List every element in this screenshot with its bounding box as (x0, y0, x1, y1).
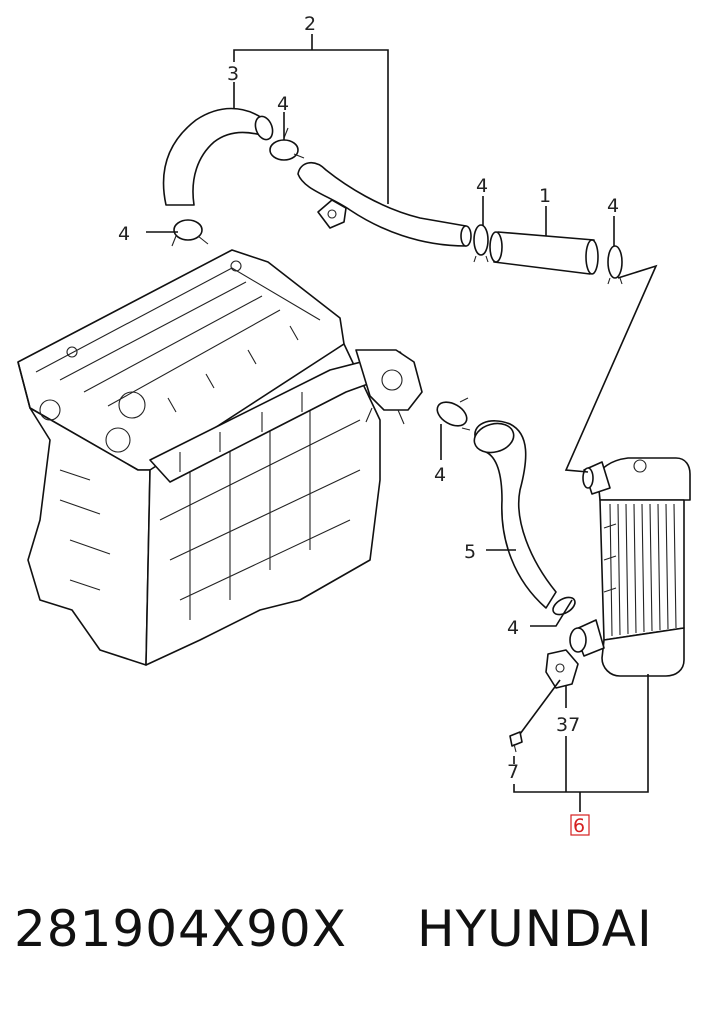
callout-5: 5 (464, 541, 476, 563)
callout-6-highlight-box (570, 814, 590, 836)
callout-4-d: 4 (607, 195, 619, 217)
callout-3: 3 (227, 63, 239, 85)
callout-labels: 2 3 4 4 1 4 4 4 5 4 37 7 6 (118, 13, 619, 837)
callout-37: 37 (556, 714, 580, 736)
callout-4-c: 4 (476, 175, 488, 197)
callout-4-e: 4 (434, 464, 446, 486)
hose-5 (473, 420, 557, 609)
engine-block (17, 249, 423, 666)
callout-4-f: 4 (507, 617, 519, 639)
brand-name: HYUNDAI (417, 900, 653, 958)
hose-3 (162, 107, 274, 206)
callout-4-a: 4 (277, 93, 289, 115)
callout-2: 2 (304, 13, 316, 35)
leader-lines (146, 34, 658, 812)
callout-6: 6 (573, 815, 585, 837)
pipe-2 (297, 162, 472, 247)
part-number: 281904X90X (14, 900, 347, 958)
intercooler-hose-diagram: 2 3 4 4 1 4 4 4 5 4 37 7 6 4 (17, 13, 691, 837)
hose-1 (489, 231, 599, 275)
intercooler (509, 457, 691, 753)
callout-7: 7 (507, 761, 519, 783)
callout-1: 1 (539, 185, 551, 207)
callout-4-b: 4 (118, 223, 130, 245)
